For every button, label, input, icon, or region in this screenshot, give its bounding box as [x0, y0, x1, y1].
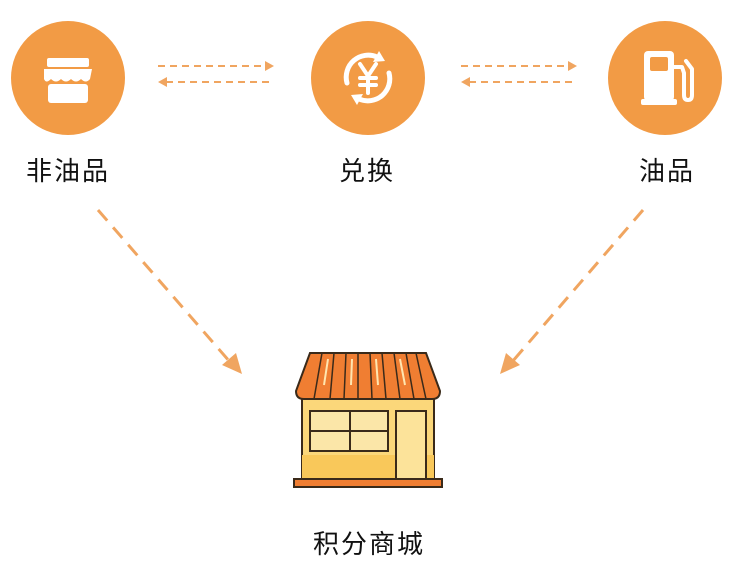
points-mall-label: 积分商城: [313, 530, 426, 560]
oil-label: 油品: [639, 157, 696, 187]
shop-building-icon: [293, 352, 443, 488]
non-oil-circle: [11, 21, 125, 135]
arrow-non-oil-to-mall: [96, 209, 232, 363]
exchange-label: 兑换: [339, 157, 396, 187]
exchange-circle: [311, 21, 425, 135]
storefront-icon: [44, 58, 92, 103]
fuel-pump-icon: [641, 51, 694, 105]
yen-exchange-icon: [343, 51, 393, 105]
arrow-oil-to-mall: [510, 209, 645, 363]
non-oil-label: 非油品: [26, 157, 111, 187]
oil-circle: [608, 21, 722, 135]
